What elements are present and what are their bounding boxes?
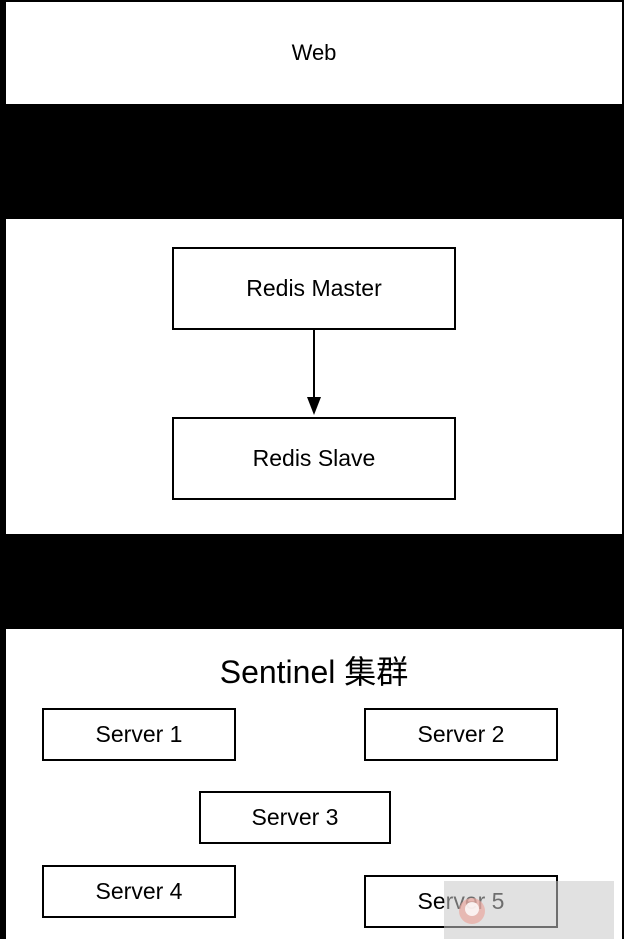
watermark-overlay: [444, 881, 614, 939]
server-label: Server 1: [95, 721, 183, 747]
sentinel-server-node: Server 1: [42, 708, 236, 761]
server-label: Server 4: [95, 878, 183, 904]
sentinel-server-node: Server 2: [364, 708, 558, 761]
redis-panel: Redis Master Redis Slave: [6, 219, 622, 534]
redis-slave-label: Redis Slave: [252, 445, 376, 471]
sentinel-server-node: Server 3: [199, 791, 391, 844]
sentinel-server-node: Server 4: [42, 865, 236, 918]
web-label: Web: [291, 40, 337, 65]
sentinel-cluster-title: Sentinel 集群: [219, 654, 409, 690]
watermark-logo-icon: [459, 898, 485, 924]
arrow-head: [307, 397, 321, 415]
web-panel: Web: [6, 2, 622, 104]
server-label: Server 3: [251, 804, 339, 830]
replication-arrow: [307, 330, 321, 415]
redis-master-label: Redis Master: [246, 275, 382, 301]
redis-slave-node: Redis Slave: [172, 417, 456, 500]
server-label: Server 2: [417, 721, 505, 747]
sentinel-panel: Sentinel 集群 Server 1 Server 2 Server 3 S…: [6, 629, 622, 939]
redis-master-node: Redis Master: [172, 247, 456, 330]
